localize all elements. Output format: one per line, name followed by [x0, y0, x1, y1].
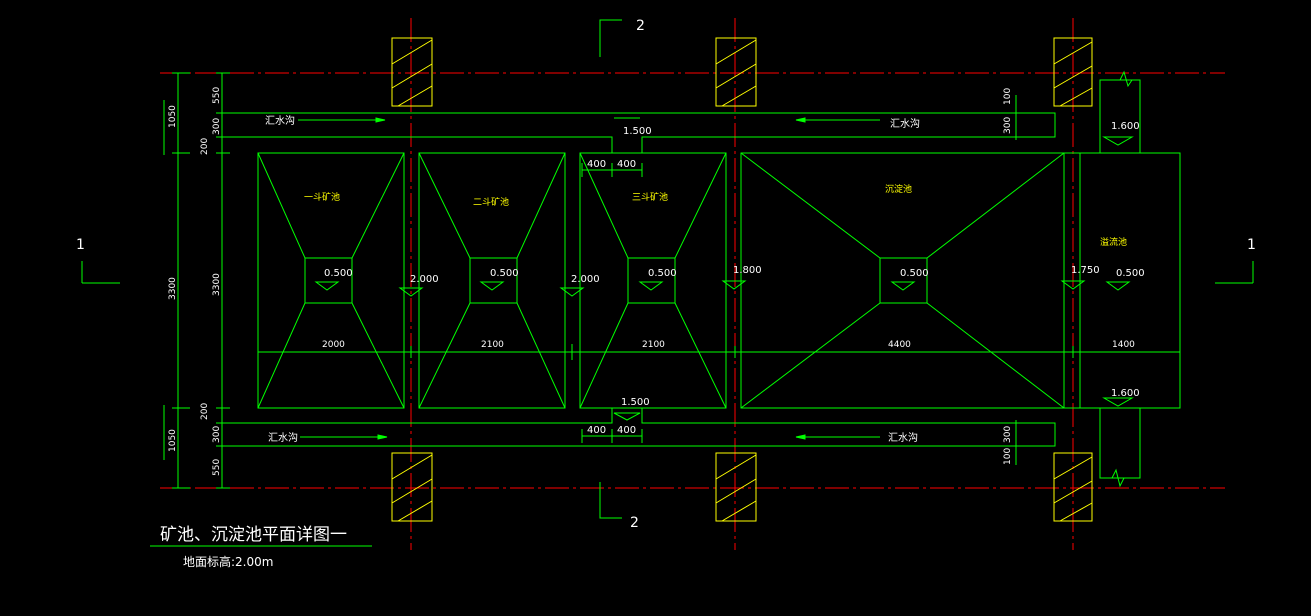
- dim-width-1: 2000: [322, 340, 345, 350]
- elev-sump-1: 0.500: [324, 268, 353, 279]
- elev-right-top: 1.600: [1111, 121, 1140, 132]
- pool-linework: [81, 19, 1254, 547]
- dim-left-outer-bottom: 1050: [168, 429, 178, 452]
- axis-lines: [160, 18, 1225, 550]
- section-mark-bottom: 2: [630, 515, 639, 531]
- labels: 2 2 1 1 一斗矿池 二斗矿池 三斗矿池 沉淀池 溢流池 汇水沟 汇水沟 汇…: [76, 18, 1256, 569]
- pool-label-3: 三斗矿池: [632, 191, 668, 203]
- channel-label-bottom-left: 汇水沟: [268, 431, 298, 444]
- channel-label-top-left: 汇水沟: [265, 114, 295, 127]
- dim-width-4: 4400: [888, 340, 911, 350]
- section-mark-top: 2: [636, 18, 645, 34]
- column-bottom-3: [1053, 452, 1093, 522]
- flow-arrows: [298, 117, 880, 440]
- dim-left-outer-total: 3300: [168, 277, 178, 300]
- elev-sump-5: 0.500: [1116, 268, 1145, 279]
- dim-width-3: 2100: [642, 340, 665, 350]
- column-bottom-1: [391, 452, 433, 522]
- dim-right-top-a: 100: [1003, 88, 1013, 105]
- dim-width-2: 2100: [481, 340, 504, 350]
- dim-left-outer-top: 1050: [168, 105, 178, 128]
- dim-width-5: 1400: [1112, 340, 1135, 350]
- elev-top-step: 1.500: [623, 126, 652, 137]
- dim-bot-gap-1: 400: [587, 425, 606, 436]
- elev-wall-4: 1.750: [1071, 265, 1100, 276]
- elev-sump-2: 0.500: [490, 268, 519, 279]
- elev-sump-4: 0.500: [900, 268, 929, 279]
- elev-wall-1: 2.000: [410, 274, 439, 285]
- dim-left-inner-bot-a: 200: [200, 403, 210, 420]
- dim-right-top-b: 300: [1003, 117, 1013, 134]
- elev-bottom-step: 1.500: [621, 397, 650, 408]
- elev-sump-3: 0.500: [648, 268, 677, 279]
- dim-left-inner-bot-b: 300: [212, 426, 222, 443]
- pool-label-clear: 溢流池: [1100, 236, 1127, 248]
- dim-right-bot-b: 100: [1003, 448, 1013, 465]
- pool-label-2: 二斗矿池: [473, 196, 509, 208]
- drawing-title: 矿池、沉淀池平面详图一: [160, 525, 347, 545]
- dim-right-bot-a: 300: [1003, 426, 1013, 443]
- pool-label-sediment: 沉淀池: [885, 183, 912, 195]
- column-top-2: [715, 37, 757, 107]
- column-top-1: [391, 37, 433, 107]
- dim-left-inner-top-b: 300: [212, 118, 222, 135]
- pool-label-1: 一斗矿池: [304, 191, 340, 203]
- dim-top-gap-2: 400: [617, 159, 636, 170]
- elev-wall-3: 1.800: [733, 265, 762, 276]
- section-mark-right: 1: [1247, 237, 1256, 253]
- channel-label-top-right: 汇水沟: [890, 117, 920, 130]
- dim-top-gap-1: 400: [587, 159, 606, 170]
- dim-left-inner-bot-c: 550: [212, 459, 222, 476]
- dim-left-inner-total: 3300: [212, 273, 222, 296]
- drawing-subtitle: 地面标高:2.00m: [183, 554, 273, 569]
- columns: [391, 37, 1093, 522]
- dim-left-inner-top-a: 550: [212, 87, 222, 104]
- column-bottom-2: [715, 452, 757, 522]
- section-mark-left: 1: [76, 237, 85, 253]
- dim-bot-gap-2: 400: [617, 425, 636, 436]
- channel-label-bottom-right: 汇水沟: [888, 431, 918, 444]
- elev-wall-2: 2.000: [571, 274, 600, 285]
- elev-right-bottom: 1.600: [1111, 388, 1140, 399]
- column-top-3: [1053, 37, 1093, 107]
- dim-left-inner-top-c: 200: [200, 138, 210, 155]
